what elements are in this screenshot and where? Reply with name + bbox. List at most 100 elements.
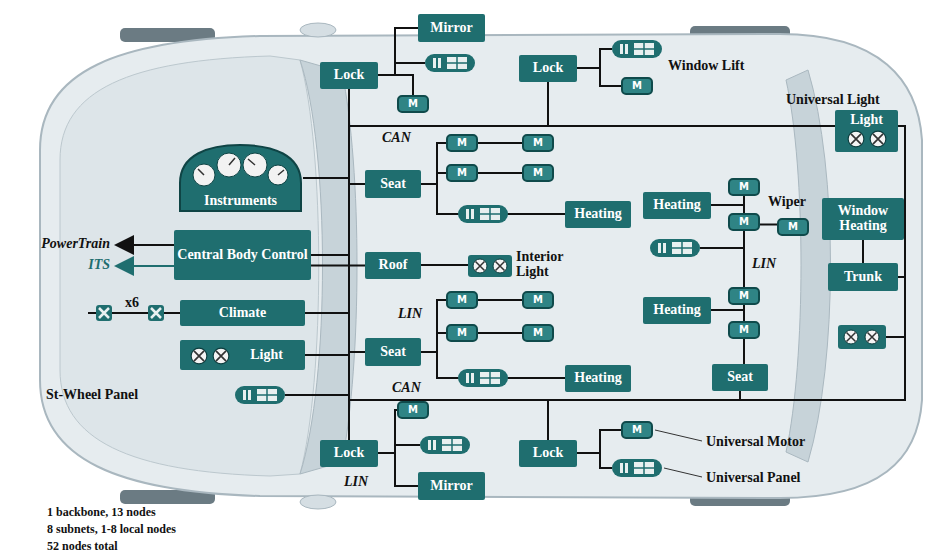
motor-node: M (522, 291, 554, 309)
motor-node: M (522, 164, 554, 182)
bus-line (311, 255, 349, 440)
node-label: Mirror (430, 479, 473, 494)
motor-label: M (457, 138, 467, 148)
bus-line (311, 255, 365, 352)
motor-node: M (777, 218, 809, 236)
bus-line (478, 142, 522, 144)
node-label: Seat (380, 345, 406, 360)
callout-label: Wiper (768, 194, 816, 209)
lamp-icons (845, 128, 905, 158)
bus-line (760, 224, 777, 226)
note-text: 52 nodes total (47, 540, 367, 553)
bus-line (711, 310, 744, 321)
bus-wire (285, 394, 349, 396)
callout-label: Window Lift (668, 58, 778, 73)
instrument-cluster: Instruments (178, 143, 303, 213)
fan-icon (96, 305, 112, 321)
motor-label: M (533, 328, 543, 338)
node-label: Mirror (430, 21, 473, 36)
node-label: Roof (379, 258, 408, 273)
lamp-icon (473, 259, 487, 273)
node-label: Instruments (204, 194, 277, 209)
motor-node: M (728, 178, 760, 196)
node-label: Heating (574, 207, 621, 222)
callout-label: Universal Motor (706, 434, 866, 449)
motor-node: M (522, 324, 554, 342)
callout-label: CAN (392, 380, 432, 395)
bus-line (311, 255, 548, 440)
bus-line (378, 410, 397, 453)
node-label: Heating (653, 303, 700, 318)
lamp-icon (865, 330, 879, 344)
motor-node: M (446, 324, 478, 342)
bus-line (421, 143, 446, 184)
node-label: Heating (653, 198, 700, 213)
ecu-box: Heating (643, 297, 711, 324)
bus-line (311, 184, 365, 255)
bus-line (743, 231, 745, 287)
ecu-box: Climate (180, 300, 305, 326)
bus-wire (700, 247, 744, 249)
bus-line (378, 453, 418, 486)
light-node: Light (835, 110, 898, 153)
bus-line (478, 332, 522, 334)
motor-node: M (397, 401, 429, 419)
side-mirror (300, 23, 336, 37)
motor-label: M (739, 182, 749, 192)
motor-label: M (632, 81, 642, 91)
bus-line (421, 300, 446, 352)
panel-icon (458, 369, 508, 387)
motor-label: M (632, 425, 642, 435)
panel-icon (425, 54, 475, 72)
bus-line (577, 430, 621, 453)
motor-label: M (788, 222, 798, 232)
bus-line (305, 255, 349, 355)
bus-line (577, 68, 621, 86)
ecu-box: Mirror (418, 472, 485, 500)
ecu-box: Trunk (828, 263, 898, 291)
ecu-box: Lock (320, 62, 378, 89)
bus-line (862, 240, 864, 263)
node-label: Lock (334, 68, 364, 83)
ecu-box: Seat (365, 170, 421, 198)
bus-line (711, 205, 744, 213)
motor-node: M (446, 164, 478, 182)
node-label: Light (850, 113, 883, 128)
powertrain-arrow (118, 244, 180, 246)
lamp-icons (188, 345, 248, 375)
lamp-icon (493, 259, 507, 273)
bus-line (478, 299, 522, 301)
bus-line (378, 28, 418, 75)
motor-label: M (408, 405, 418, 415)
callout-label: Interior Light (516, 249, 578, 280)
ecu-box: Heating (565, 365, 631, 392)
motor-node: M (446, 134, 478, 152)
callout-label: LIN (398, 306, 432, 321)
note-text: 8 subnets, 1-8 local nodes (47, 523, 367, 536)
motor-node: M (621, 421, 653, 439)
panel-icon (235, 386, 285, 404)
panel-icon (612, 40, 662, 58)
motor-label: M (739, 217, 749, 227)
bus-line (378, 75, 413, 95)
light-node: Light (180, 340, 305, 370)
bus-wire (600, 453, 612, 468)
bus-line (478, 172, 522, 174)
ecu-box: Roof (365, 252, 421, 279)
callout-label: Universal Panel (706, 470, 866, 485)
motor-label: M (739, 325, 749, 335)
callout-label: Universal Light (786, 92, 926, 107)
ecu-box: Heating (643, 192, 711, 219)
bus-wire (395, 444, 420, 446)
bus-line (311, 265, 365, 267)
panel-icon (612, 459, 662, 477)
bus-line (421, 333, 446, 352)
bus-line (743, 339, 745, 364)
bus-line (421, 173, 446, 184)
ecu-box: Window Heating (822, 198, 904, 240)
fan-icon (148, 305, 164, 321)
motor-node: M (522, 134, 554, 152)
motor-label: M (533, 168, 543, 178)
node-label: Window Heating (822, 204, 904, 233)
node-label: Seat (380, 177, 406, 192)
